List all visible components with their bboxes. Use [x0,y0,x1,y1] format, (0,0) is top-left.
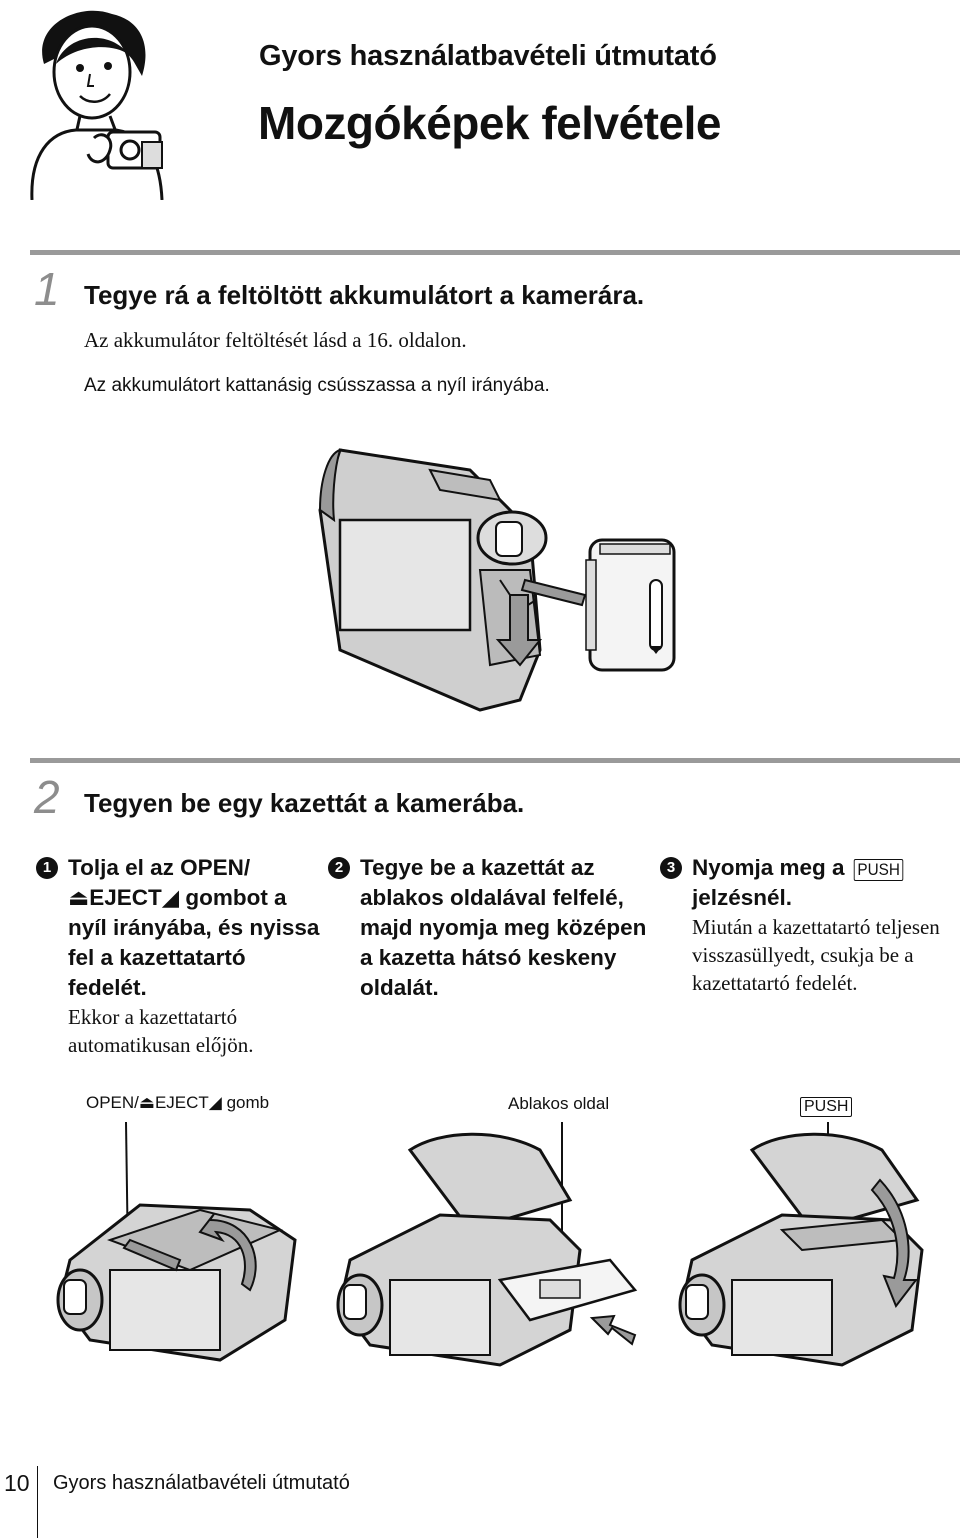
step1-divider [30,250,960,255]
substep-1-note: Ekkor a kazettatartó automatikusan előjö… [68,1005,254,1057]
window-side-callout: Ablakos oldal [508,1094,610,1113]
camcorder-open-lid-illustration [56,1121,297,1362]
step2-number: 2 [34,771,60,823]
substep-1: 1 Tolja el az OPEN/ ⏏EJECT◢ gombot a nyí… [36,853,326,1059]
step1-note-reference: Az akkumulátor feltöltését lásd a 16. ol… [84,328,467,352]
substep-2: 2 Tegye be a kazettát az ablakos oldaláv… [328,853,648,1003]
cassette-insert-illustration [336,1122,638,1367]
cassette-push-illustration [678,1122,924,1367]
substep-3-instruction-end: jelzésnél. [692,885,793,910]
step1-note-instruction: Az akkumulátort kattanásig csússzassa a … [84,375,550,396]
section-subtitle: Gyors használatbavételi útmutató [259,40,717,72]
push-callout: PUSH [800,1097,853,1117]
footer-section-title: Gyors használatbavételi útmutató [53,1472,350,1494]
step2-divider [30,758,960,763]
push-mark-inline: PUSH [853,859,904,881]
step1-title: Tegye rá a feltöltött akkumulátort a kam… [84,280,645,310]
substep-2-marker: 2 [328,857,350,879]
substep-1-instruction: Tolja el az OPEN/ ⏏EJECT◢ gombot a nyíl … [68,855,320,1000]
footer-divider [37,1466,38,1538]
substep-3-marker: 3 [660,857,682,879]
open-eject-callout: OPEN/⏏EJECT◢ gomb [86,1093,270,1112]
step2-title: Tegyen be egy kazettát a kamerába. [84,788,525,818]
camcorder-battery-illustration [318,448,676,712]
substep-3-instruction-start: Nyomja meg a [692,855,845,880]
substep-3: 3 Nyomja meg a PUSH jelzésnél. Miután a … [660,853,950,997]
page-title: Mozgóképek felvétele [258,97,721,149]
step1-number: 1 [34,263,60,315]
substep-2-instruction: Tegye be a kazettát az ablakos oldalával… [360,855,647,1000]
substep-3-note: Miután a kazettatartó teljesen visszasül… [692,915,940,995]
person-with-camcorder-illustration [30,10,164,200]
substep-1-marker: 1 [36,857,58,879]
page-number: 10 [4,1470,30,1496]
